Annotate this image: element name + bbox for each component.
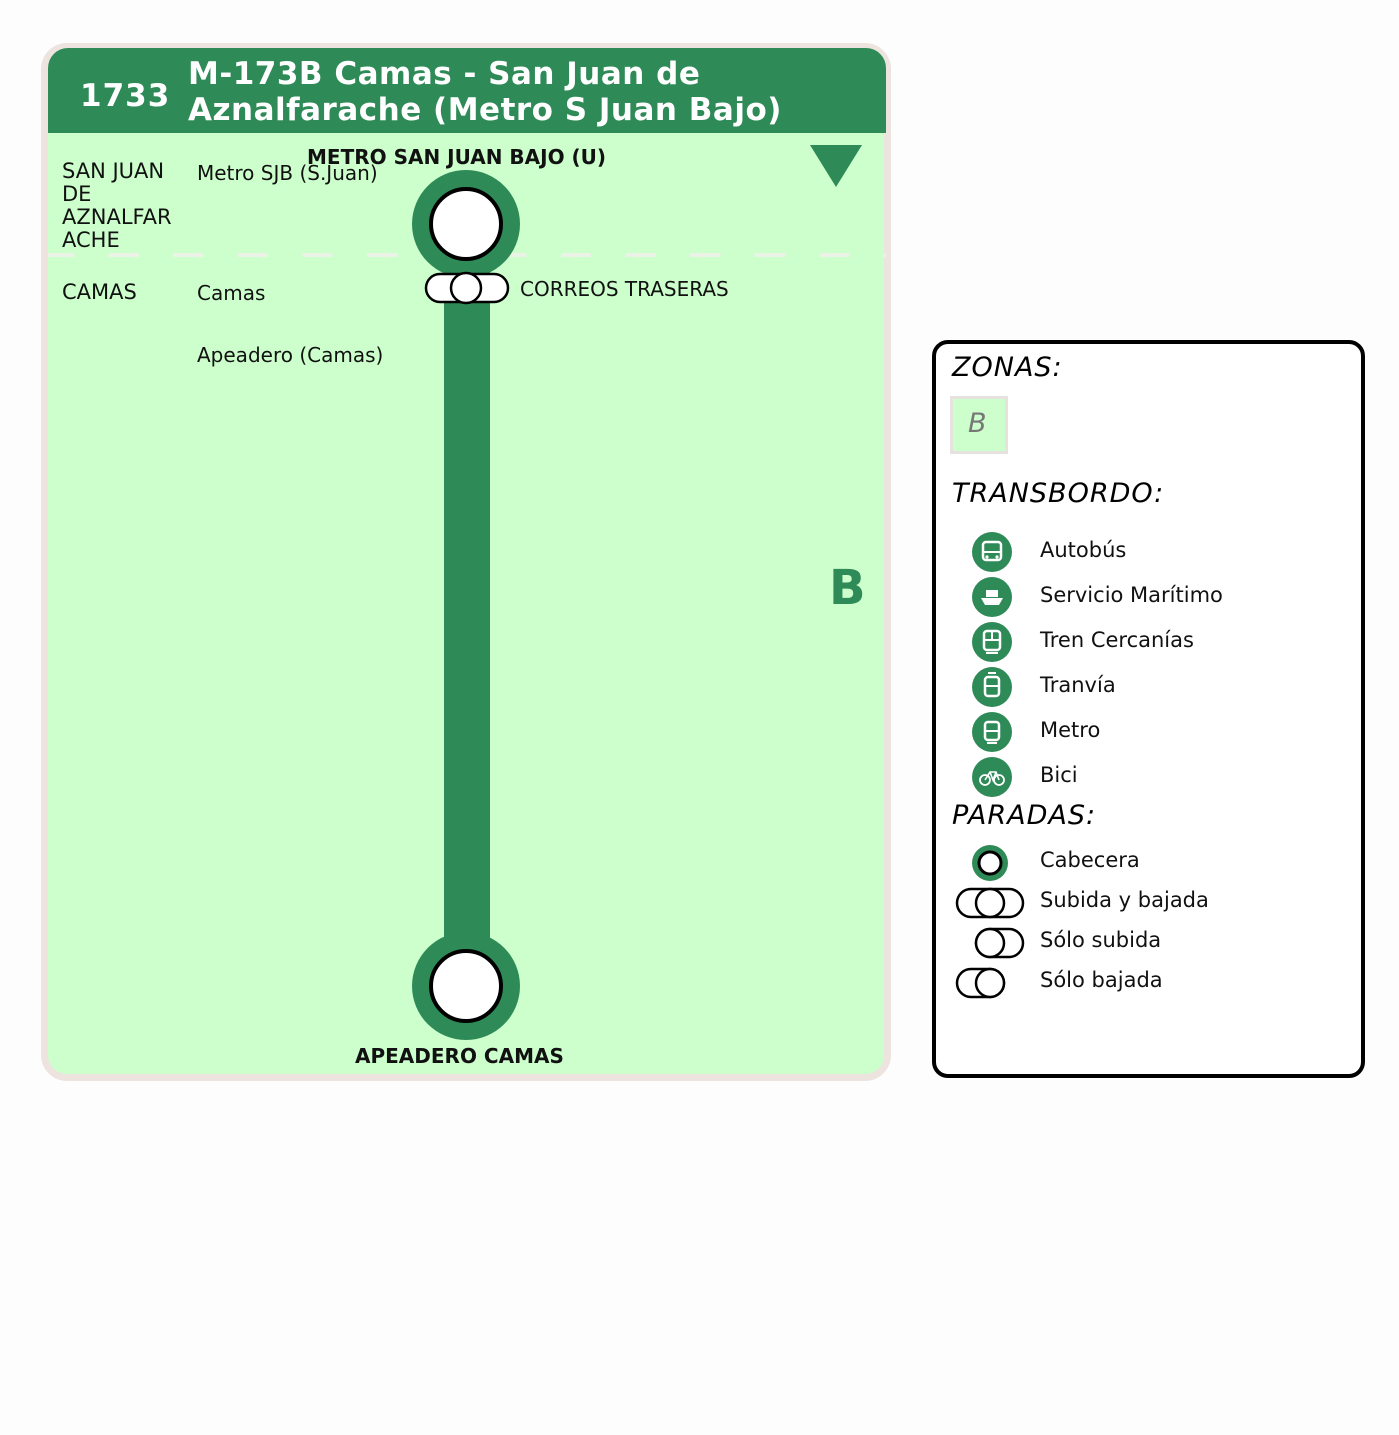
end-terminal-label: APEADERO CAMAS: [355, 1044, 564, 1068]
line-code: 1733: [80, 78, 171, 114]
zone-marker: B: [829, 560, 866, 616]
legend-transfer-title: TRANSBORDO:: [952, 478, 1165, 509]
tram-icon: [972, 667, 1012, 707]
municipality-san-juan: SAN JUAN DE AZNALFAR ACHE: [62, 160, 172, 252]
start-terminal-label: METRO SAN JUAN BAJO (U): [307, 145, 607, 169]
municipality-name: SAN JUAN DE AZNALFAR ACHE: [62, 159, 172, 252]
train-icon: [972, 622, 1012, 662]
legend-row-train: Tren Cercanías: [936, 622, 1356, 662]
legend-label: Autobús: [1040, 538, 1127, 562]
legend-label: Subida y bajada: [1040, 888, 1209, 912]
metro-icon: [972, 712, 1012, 752]
legend-row-ship: Servicio Marítimo: [936, 577, 1356, 617]
terminal-stop-icon: [972, 845, 1008, 881]
legend-row-terminal: Cabecera: [936, 842, 1356, 882]
terminal-stop-start: [412, 170, 520, 278]
legend-label: Metro: [1040, 718, 1101, 742]
route-header: 1733 M-173B Camas - San Juan de Aznalfar…: [48, 48, 886, 133]
stop-name-camas: Camas: [197, 281, 266, 305]
zone-chip: B: [950, 396, 1008, 454]
legend-row-alight-only: Sólo bajada: [936, 962, 1356, 1002]
board-alight-stop: [424, 271, 510, 305]
legend-stops-title: PARADAS:: [952, 800, 1097, 831]
board-only-stop-icon: [974, 927, 1025, 959]
stop-name-apeadero: Apeadero (Camas): [197, 343, 384, 367]
bus-icon: [972, 532, 1012, 572]
legend-label: Tranvía: [1040, 673, 1116, 697]
legend-label: Bici: [1040, 763, 1078, 787]
legend-row-tram: Tranvía: [936, 667, 1356, 707]
legend-label: Servicio Marítimo: [1040, 583, 1223, 607]
board-alight-stop-icon: [955, 887, 1025, 919]
ship-icon: [972, 577, 1012, 617]
stop-name-metro-sjb: Metro SJB (S.Juan): [197, 161, 378, 185]
legend-label: Sólo bajada: [1040, 968, 1163, 992]
legend-label: Tren Cercanías: [1040, 628, 1194, 652]
municipality-name: CAMAS: [62, 280, 137, 304]
legend-row-metro: Metro: [936, 712, 1356, 752]
legend-row-bike: Bici: [936, 757, 1356, 797]
legend-row-board-alight: Subida y bajada: [936, 882, 1356, 922]
direction-arrow-icon: [810, 145, 862, 187]
legend-row-board-only: Sólo subida: [936, 922, 1356, 962]
stop-label-correos: CORREOS TRASERAS: [520, 277, 729, 301]
legend-zones-title: ZONAS:: [952, 352, 1063, 383]
municipality-camas: CAMAS: [62, 281, 137, 304]
legend-box: ZONAS: B TRANSBORDO: Autobús Servicio Ma…: [932, 340, 1365, 1078]
terminal-stop-end: [412, 932, 520, 1040]
legend-label: Sólo subida: [1040, 928, 1162, 952]
alight-only-stop-icon: [955, 967, 1006, 999]
legend-row-bus: Autobús: [936, 532, 1356, 572]
legend-label: Cabecera: [1040, 848, 1140, 872]
route-line: [444, 222, 490, 987]
line-title: M-173B Camas - San Juan de Aznalfarache …: [188, 56, 782, 128]
bike-icon: [972, 757, 1012, 797]
